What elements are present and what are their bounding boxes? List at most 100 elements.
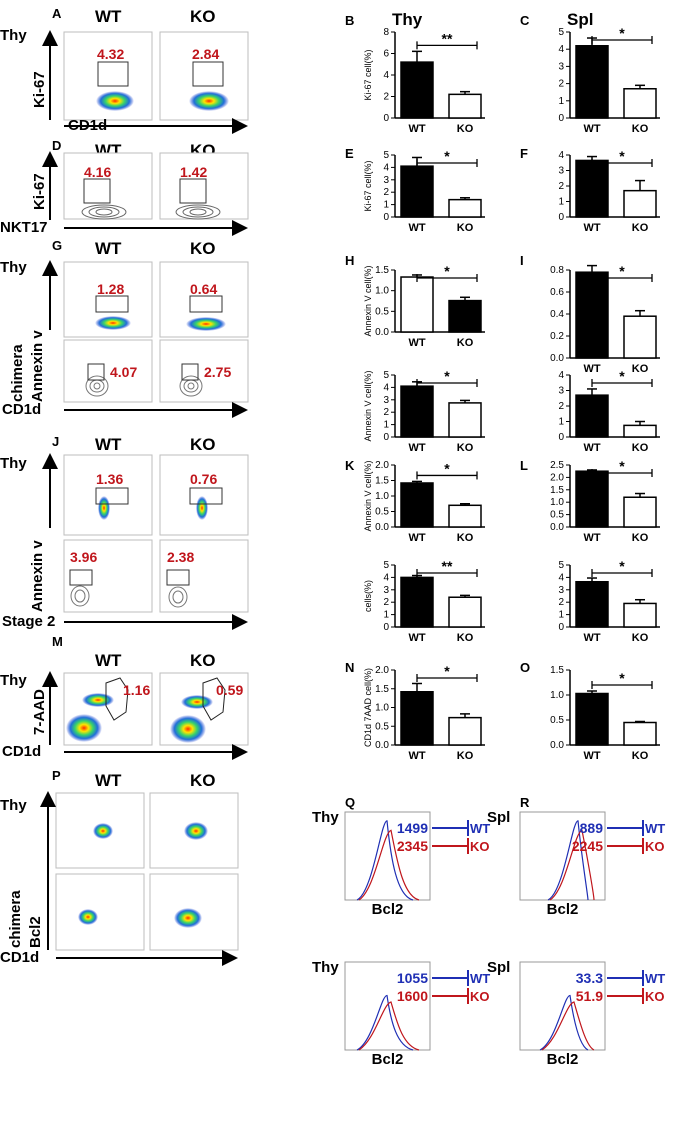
tissue-label-thy-a: Thy xyxy=(0,27,27,44)
panel-label-m: M xyxy=(52,634,63,649)
gate-value-d-ko: 1.42 xyxy=(180,164,207,180)
tissue-label-thy-p: Thy xyxy=(0,797,27,814)
header-ko-p: KO xyxy=(190,771,216,790)
y-tick-label-l2-3: 3 xyxy=(558,585,564,596)
y-tick-label-e-5: 5 xyxy=(383,150,389,161)
y-axis-label-b: Ki-67 cell(%) xyxy=(363,49,373,100)
bar-f-wt xyxy=(575,159,609,218)
header-thy-b: Thy xyxy=(392,10,423,29)
legend-label-wt-2: WT xyxy=(645,821,665,836)
histogram-frame-4 xyxy=(519,961,606,1051)
flow-density-m-wt-low xyxy=(66,714,102,742)
y-tick-label-l-2: 1.0 xyxy=(550,497,564,508)
flow-plot-d-ko xyxy=(159,152,249,220)
bar-i2-ko xyxy=(623,424,657,438)
y-tick-label-f-0: 0 xyxy=(558,212,564,223)
y-tick-label-e-2: 2 xyxy=(383,187,389,198)
bar-l2-wt xyxy=(575,580,609,628)
y-tick-label-k2-3: 3 xyxy=(383,585,389,596)
y-tick-label-k2-2: 2 xyxy=(383,597,389,608)
significance-stars-b: ** xyxy=(442,30,453,46)
histogram-tissue-2: Spl xyxy=(487,809,510,826)
x-tick-label-i2-wt: WT xyxy=(583,442,600,454)
y-tick-label-i-3: 0.6 xyxy=(550,287,564,298)
panel-label-d: D xyxy=(52,138,61,153)
gate-value-m-ko: 0.59 xyxy=(216,682,243,698)
flow-plot-g-wt-bottom xyxy=(63,339,153,403)
histogram-mfi-wt-2: 889 xyxy=(580,820,604,836)
y-tick-label-l-3: 1.5 xyxy=(550,485,564,496)
bar-h2-wt xyxy=(400,385,434,438)
y-tick-label-b-0: 0 xyxy=(383,113,389,124)
histogram-curve-ko-3 xyxy=(358,1001,420,1051)
histogram-curve-wt-1 xyxy=(356,820,414,901)
flow-gate-m-wt xyxy=(105,677,129,721)
histogram-mfi-ko-1: 2345 xyxy=(397,838,428,854)
y-label-ki67-d: Ki-67 xyxy=(31,173,48,210)
histogram-xlabel-2: Bcl2 xyxy=(547,901,579,918)
y-tick-label-n-2: 1.0 xyxy=(375,703,389,714)
flow-density-p-ko-bottom xyxy=(174,908,202,928)
y-tick-label-l2-1: 1 xyxy=(558,610,564,621)
significance-stars-e: * xyxy=(444,148,450,164)
y-tick-label-h2-4: 4 xyxy=(383,382,389,393)
y-tick-label-b-4: 8 xyxy=(383,27,389,38)
gate-value-j-ko-bottom: 2.38 xyxy=(167,549,194,565)
histogram-curve-ko-2 xyxy=(549,829,595,901)
y-axis-label-k2: cells(%) xyxy=(363,580,373,612)
bar-b-ko xyxy=(448,93,482,119)
y-tick-label-i-4: 0.8 xyxy=(550,265,564,276)
chimera-label-g: chimera xyxy=(9,344,26,402)
y-tick-label-h-3: 1.5 xyxy=(375,265,389,276)
x-tick-label-l2-ko: KO xyxy=(632,632,649,644)
significance-stars-o: * xyxy=(619,670,625,686)
flow-plot-j-ko-top xyxy=(159,454,249,536)
x-tick-label-l2-wt: WT xyxy=(583,632,600,644)
x-tick-label-n-wt: WT xyxy=(408,750,425,762)
bar-h-wt xyxy=(400,276,434,333)
histogram-tissue-1: Thy xyxy=(312,809,339,826)
histogram-curve-wt-3 xyxy=(356,994,414,1051)
y-tick-label-l2-5: 5 xyxy=(558,560,564,571)
x-tick-label-h-wt: WT xyxy=(408,337,425,349)
histogram-xlabel-3: Bcl2 xyxy=(372,1051,404,1068)
y-tick-label-i2-3: 3 xyxy=(558,386,564,397)
bar-k-ko xyxy=(448,504,482,528)
x-label-cd1d-a: CD1d xyxy=(68,117,107,134)
y-tick-label-k2-5: 5 xyxy=(383,560,389,571)
flow-gate-g-ko-bottom xyxy=(181,363,199,381)
y-tick-label-l-0: 0.0 xyxy=(550,522,564,533)
flow-density-g-wt xyxy=(95,316,131,330)
histogram-tissue-4: Spl xyxy=(487,959,510,976)
histogram-panels: ThyBcl214992345WTKOSplBcl28892245WTKOThy… xyxy=(312,809,665,1068)
header-ko-g: KO xyxy=(190,239,216,258)
panel-label-i: I xyxy=(520,253,524,268)
flow-plot-j-wt-bottom xyxy=(63,539,153,613)
y-tick-label-c-4: 4 xyxy=(558,44,564,55)
bar-c-wt xyxy=(575,45,609,119)
x-tick-label-b-ko: KO xyxy=(457,123,474,135)
y-tick-label-f-1: 1 xyxy=(558,197,564,208)
gate-value-g-ko-top: 0.64 xyxy=(190,281,217,297)
header-wt-j: WT xyxy=(95,435,122,454)
bar-i-ko xyxy=(623,315,657,359)
significance-stars-n: * xyxy=(444,663,450,679)
flow-density-a-wt xyxy=(96,91,134,111)
y-tick-label-c-0: 0 xyxy=(558,113,564,124)
histogram-xlabel-4: Bcl2 xyxy=(547,1051,579,1068)
bar-o-ko xyxy=(623,721,657,746)
flow-gate-m-ko xyxy=(202,677,226,721)
significance-stars-l2: * xyxy=(619,558,625,574)
y-tick-label-f-2: 2 xyxy=(558,181,564,192)
x-tick-label-k2-ko: KO xyxy=(457,632,474,644)
histogram-frame-2 xyxy=(519,811,606,901)
x-tick-label-e-ko: KO xyxy=(457,222,474,234)
y-tick-label-c-5: 5 xyxy=(558,27,564,38)
header-wt-a: WT xyxy=(95,7,122,26)
x-tick-label-c-wt: WT xyxy=(583,123,600,135)
panel-label-j: J xyxy=(52,434,59,449)
